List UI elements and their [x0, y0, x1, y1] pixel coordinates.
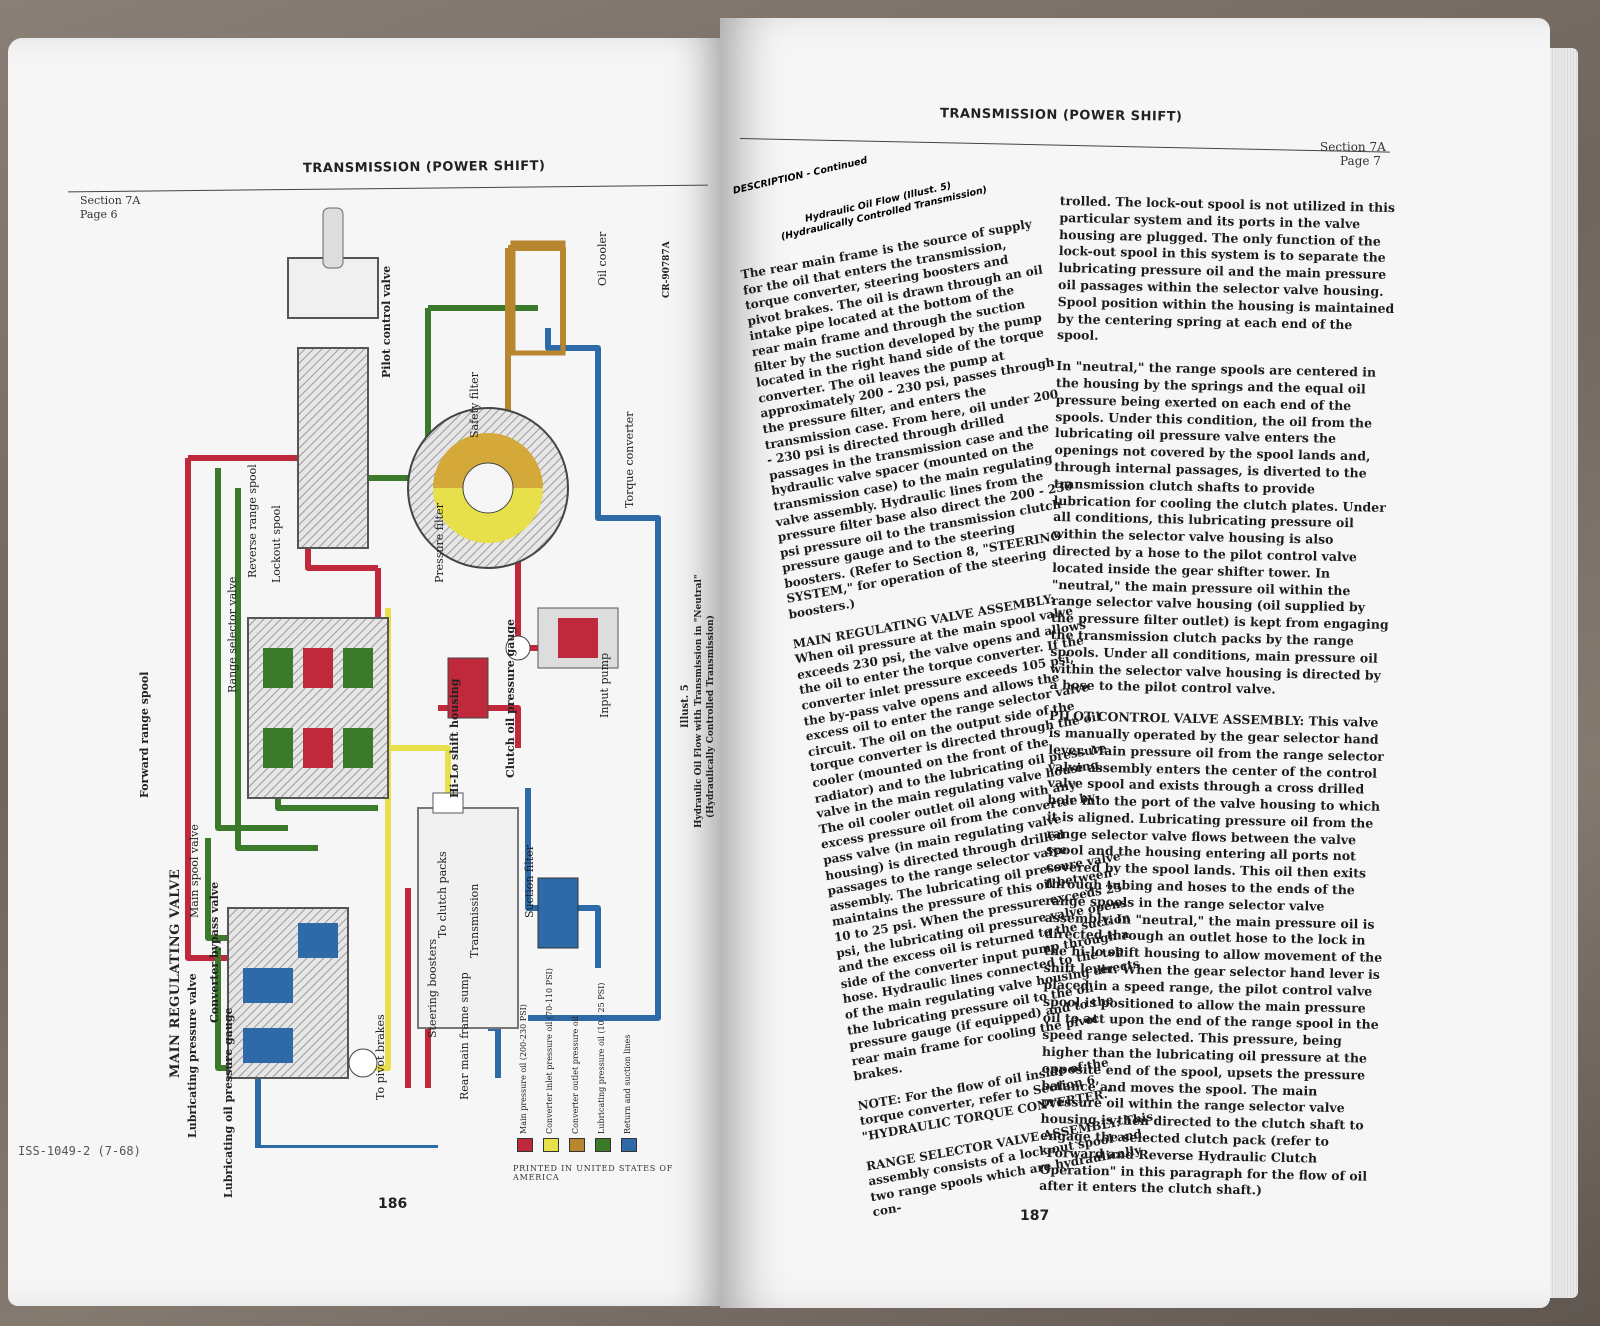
legend-swatch-return [621, 1138, 637, 1152]
label-steering-boosters: Steering boosters [426, 938, 439, 1038]
continued-heading: DESCRIPTION - Continued [732, 155, 869, 197]
suction-filter-shape [537, 877, 579, 949]
illus-caption: Illust. 5 [680, 684, 691, 728]
left-page-header: TRANSMISSION (POWER SHIFT) [302, 158, 546, 177]
right-header-rule [739, 138, 1390, 153]
legend: Main pressure oil (200-230 PSI) Converte… [513, 968, 643, 1158]
col1-para-1: The rear main frame is the source of sup… [740, 216, 1074, 622]
legend-swatch-outlet [569, 1138, 585, 1152]
range-selector-housing [247, 617, 389, 799]
legend-label-inlet: Converter inlet pressure oil (70-110 PSI… [545, 968, 554, 1134]
open-book: TRANSMISSION (POWER SHIFT) Section 7A Pa… [8, 18, 1578, 1308]
label-converter-bypass-valve: Converter bypass valve [208, 881, 221, 1023]
label-pressure-filter: Pressure filter [433, 503, 446, 583]
label-reverse-range-spool: Reverse range spool [246, 464, 259, 578]
gear-lever [322, 207, 344, 269]
legend-label-lube: Lubricating pressure oil (10 - 25 PSI) [597, 982, 606, 1134]
right-page-number: 187 [1020, 1208, 1050, 1224]
label-main-regulating-valve: MAIN REGULATING VALVE [168, 868, 183, 1078]
label-input-pump: Input pump [598, 652, 611, 718]
hydraulic-diagram [185, 207, 661, 1148]
illus-code: CR-90787A [662, 241, 672, 298]
left-page-label: Page 6 [80, 208, 118, 221]
illus-subtitle: (Hydraulically Controlled Transmission) [706, 615, 716, 818]
label-forward-range-spool: Forward range spool [138, 671, 151, 798]
label-pilot-control-valve: Pilot control valve [380, 265, 393, 378]
label-rear-main-frame-sump: Rear main frame sump [458, 972, 471, 1100]
label-safety-filter: Safety filter [468, 372, 481, 438]
label-lubricating-oil-pressure-gauge: Lubricating oil pressure gauge [222, 1007, 235, 1198]
printed-in: PRINTED IN UNITED STATES OF AMERICA [513, 1164, 674, 1182]
label-main-spool-valve: Main spool valve [188, 824, 201, 918]
label-to-clutch-packs: To clutch packs [436, 851, 449, 938]
right-page-label: Page 7 [1340, 154, 1381, 168]
label-oil-cooler: Oil cooler [596, 231, 609, 286]
legend-label-return: Return and suction lines [623, 1034, 632, 1134]
text-column-2: trolled. The lock-out spool is not utili… [1039, 193, 1400, 1216]
label-clutch-oil-pressure-gauge: Clutch oil pressure gauge [504, 618, 517, 778]
label-transmission: Transmission [468, 883, 481, 958]
label-to-pivot-brakes: To pivot brakes [374, 1014, 387, 1100]
left-footer-code: ISS-1049-2 (7-68) [18, 1144, 141, 1158]
legend-label-main: Main pressure oil (200-230 PSI) [519, 1004, 528, 1134]
left-section: Section 7A [80, 194, 141, 207]
legend-swatch-lube [595, 1138, 611, 1152]
label-lockout-spool: Lockout spool [270, 505, 283, 583]
left-page-number: 186 [378, 1196, 408, 1212]
label-hi-lo-shift-housing: Hi-Lo shift housing [448, 678, 461, 798]
col2-para-2: In "neutral," the range spools are cente… [1049, 358, 1389, 697]
label-range-selector-valve: Range selector valve [226, 576, 239, 693]
col2-para-1: trolled. The lock-out spool is not utili… [1056, 193, 1396, 344]
right-section: Section 7A [1320, 140, 1386, 154]
left-page: TRANSMISSION (POWER SHIFT) Section 7A Pa… [8, 38, 720, 1306]
legend-swatch-main [517, 1138, 533, 1152]
label-suction-filter: Suction filter [523, 845, 536, 918]
right-page-header: TRANSMISSION (POWER SHIFT) [939, 106, 1183, 125]
pressure-filter-shape [447, 657, 489, 719]
label-lubricating-pressure-valve: Lubricating pressure valve [186, 973, 199, 1138]
label-torque-converter: Torque converter [623, 411, 636, 508]
oil-cooler-shape [510, 240, 566, 356]
right-page: TRANSMISSION (POWER SHIFT) Section 7A Pa… [720, 18, 1550, 1308]
legend-label-outlet: Converter outlet pressure oil [571, 1016, 580, 1134]
transmission-box [417, 807, 519, 1029]
legend-swatch-inlet [543, 1138, 559, 1152]
col2-para-3: PILOT CONTROL VALVE ASSEMBLY: This valve… [1039, 707, 1385, 1198]
illus-title: Hydraulic Oil Flow with Transmission in … [694, 574, 704, 828]
